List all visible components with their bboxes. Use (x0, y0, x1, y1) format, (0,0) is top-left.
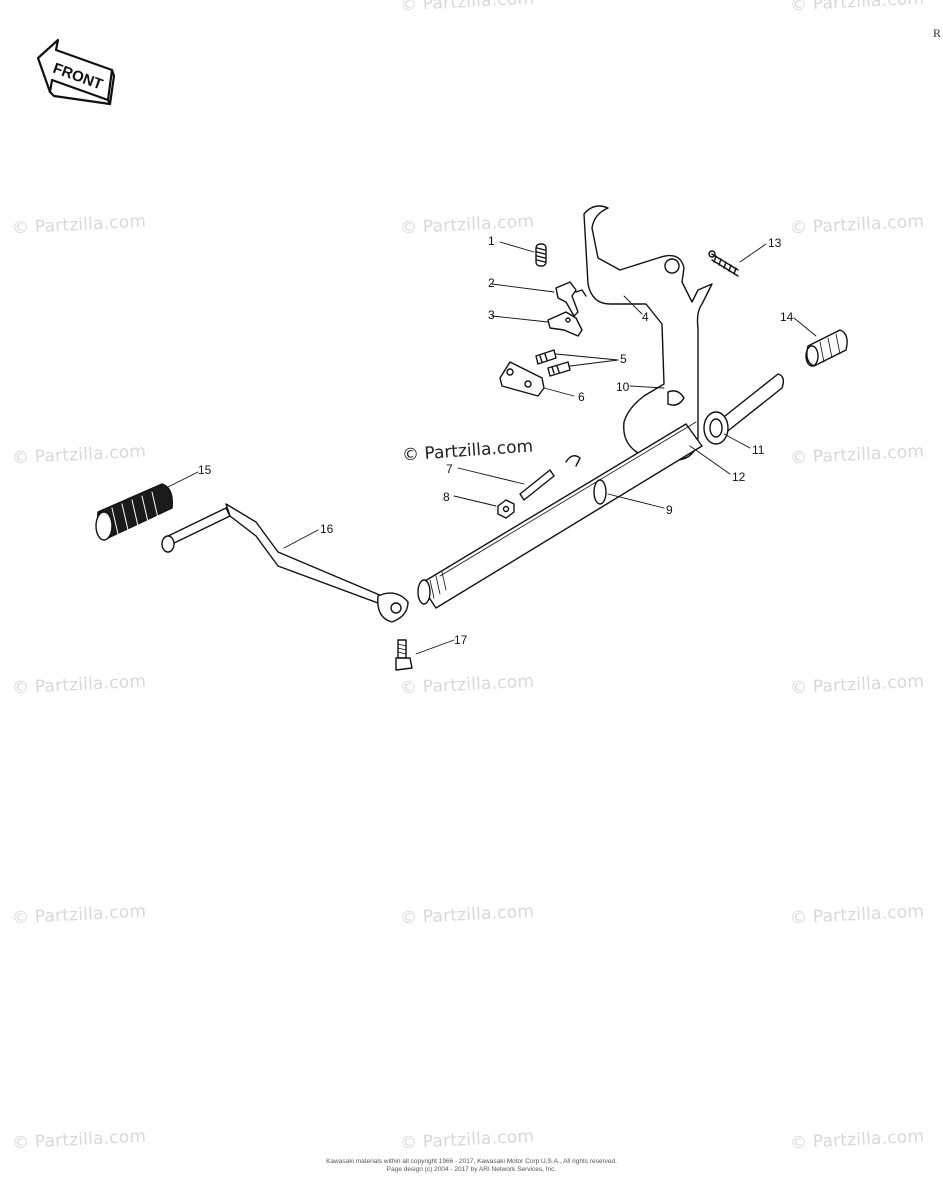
callout-6: 6 (578, 390, 585, 404)
callout-2: 2 (488, 276, 495, 290)
callout-15: 15 (198, 463, 212, 477)
shift-pedal-part-16 (161, 503, 409, 623)
callout-13: 13 (768, 236, 782, 250)
callout-9: 9 (666, 503, 673, 517)
callout-3: 3 (488, 308, 495, 322)
pin-part-7 (519, 455, 581, 501)
plate-part-6 (499, 361, 545, 397)
callout-4: 4 (642, 310, 649, 324)
shift-arm-part-10 (583, 205, 713, 461)
shaft-collar-part-11-12 (703, 373, 785, 445)
shift-shaft-part-9 (417, 421, 703, 609)
callout-8: 8 (443, 490, 450, 504)
callout-11: 11 (752, 443, 765, 457)
front-arrow-icon (36, 38, 116, 106)
edge-letter: R (933, 26, 942, 40)
callout-12: 12 (732, 470, 746, 484)
callout-17: 17 (454, 633, 468, 647)
nut-part-8 (497, 499, 515, 519)
spring-part-1 (535, 243, 547, 267)
callout-leaders (165, 241, 817, 655)
callout-5: 5 (620, 352, 627, 366)
copyright-line-2: Page design (c) 2004 - 2017 by ARI Netwo… (386, 1166, 557, 1173)
callout-14: 14 (780, 310, 794, 324)
bolts-part-5 (535, 349, 571, 377)
pawl-part-2 (555, 281, 587, 317)
callout-10: 10 (616, 380, 630, 394)
callout-1: 1 (488, 234, 495, 248)
copyright-line-1: Kawasaki materials within all copyright … (326, 1158, 617, 1165)
peg-rubber-part-15 (95, 483, 173, 541)
callout-7: 7 (446, 462, 453, 476)
spring-part-13 (708, 250, 739, 277)
pawl-plate-part-3 (547, 311, 583, 337)
callout-16: 16 (320, 522, 334, 536)
bolt-part-17 (395, 639, 413, 671)
rubber-sleeve-part-14 (805, 329, 848, 367)
